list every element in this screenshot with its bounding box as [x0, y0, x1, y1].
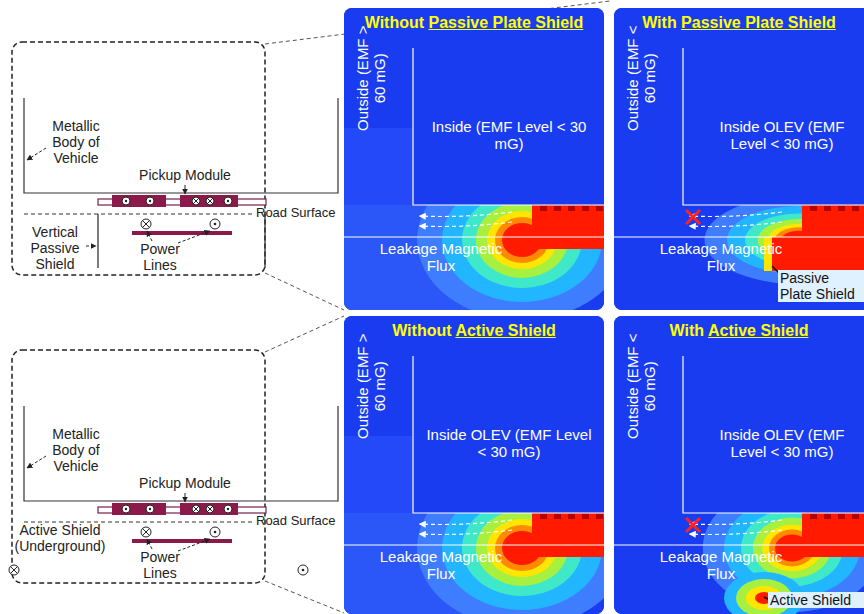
- part-label: Pickup Module: [130, 475, 240, 491]
- part-label: Road Surface: [256, 514, 342, 529]
- part-label: Pickup Module: [130, 167, 240, 183]
- field-label: Outside (EMF < 60 mG): [624, 19, 659, 137]
- field-plot: [344, 316, 604, 614]
- panel-title: Without Active Shield: [344, 322, 604, 340]
- field-label: Leakage Magnetic Flux: [656, 240, 786, 275]
- field-label: Inside (EMF Level < 30 mG): [424, 118, 594, 153]
- field-label: Outside (EMF > 60 mG): [354, 19, 389, 137]
- panel-title: With Active Shield: [614, 322, 864, 340]
- field-label: Outside (EMF > 60 mG): [354, 327, 389, 445]
- shield-label: Passive Plate Shield: [778, 270, 864, 302]
- panel-title: Without Passive Plate Shield: [344, 14, 604, 32]
- part-label: Active Shield (Underground): [8, 522, 112, 554]
- field-label: Leakage Magnetic Flux: [376, 548, 506, 583]
- simulation-panel: With Active ShieldOutside (EMF < 60 mG) I…: [614, 316, 864, 614]
- field-label: Inside OLEV (EMF Level < 30 mG): [702, 118, 862, 153]
- panel-title: With Passive Plate Shield: [614, 14, 864, 32]
- simulation-panel: Without Passive Plate ShieldOutside (EMF…: [344, 8, 604, 310]
- field-label: Leakage Magnetic Flux: [656, 548, 786, 583]
- simulation-panel: Without Active ShieldOutside (EMF > 60 m…: [344, 316, 604, 614]
- part-label: Power Lines: [130, 549, 190, 581]
- part-label: Vertical Passive Shield: [24, 224, 86, 272]
- field-label: Inside OLEV (EMF Level < 30 mG): [424, 426, 594, 461]
- field-label: Leakage Magnetic Flux: [376, 240, 506, 275]
- part-label: Power Lines: [130, 241, 190, 273]
- field-label: Outside (EMF < 60 mG): [624, 327, 659, 445]
- part-label: Metallic Body of Vehicle: [40, 118, 112, 166]
- simulation-panel: With Passive Plate ShieldOutside (EMF < …: [614, 8, 864, 310]
- field-plot: [614, 316, 864, 614]
- shield-label: Active Shield: [768, 592, 864, 608]
- part-label: Metallic Body of Vehicle: [40, 426, 112, 474]
- part-label: Road Surface: [256, 206, 342, 221]
- field-label: Inside OLEV (EMF Level < 30 mG): [702, 426, 862, 461]
